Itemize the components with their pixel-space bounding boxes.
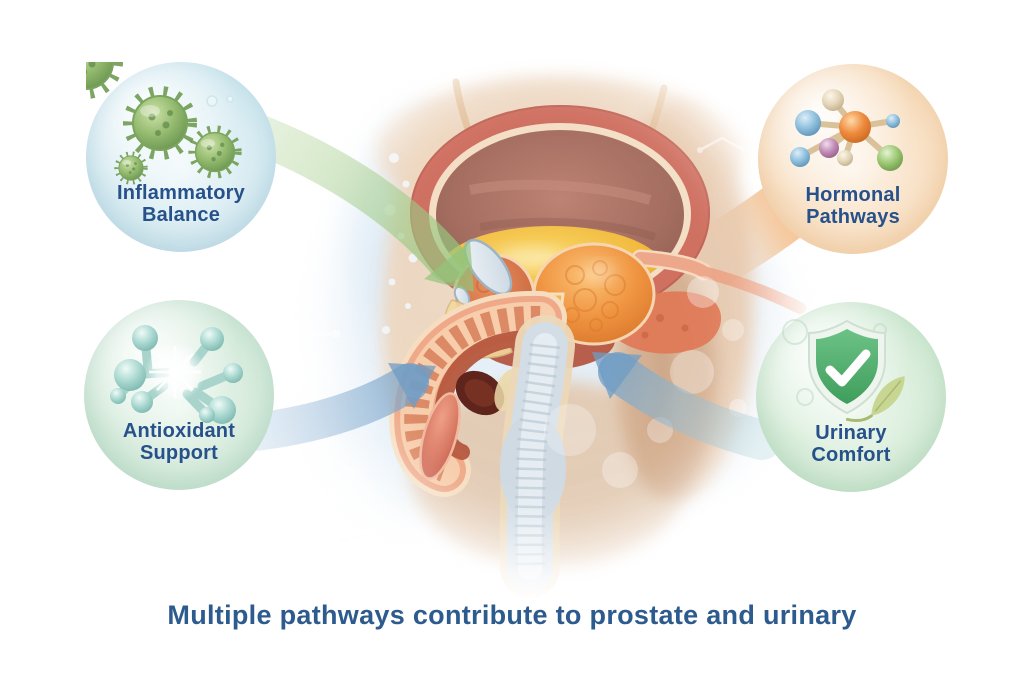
molecule-line-decoration — [246, 136, 747, 473]
callout-label-antioxidant-support: Antioxidant Support — [84, 420, 274, 465]
callout-label-line1: Hormonal — [805, 183, 901, 206]
urethra — [499, 315, 575, 598]
penile-bulb — [419, 392, 461, 480]
callout-hormonal-pathways: Hormonal Pathways — [758, 64, 948, 254]
ball-and-stick-molecule-icon — [790, 89, 903, 171]
callout-label-line2: Support — [139, 442, 219, 465]
caption: Multiple pathways contribute to prostate… — [167, 600, 857, 630]
leaf — [845, 376, 905, 423]
antioxidant-support-arrow — [236, 363, 436, 451]
callout-inflammatory-balance: Inflammatory Balance — [86, 62, 276, 252]
callout-antioxidant-support: Antioxidant Support — [84, 300, 274, 490]
callout-label-inflammatory-balance: Inflammatory Balance — [86, 182, 276, 227]
callout-label-line2: Pathways — [806, 206, 900, 229]
callout-label-line2: Comfort — [811, 444, 891, 467]
callout-label-urinary-comfort: Urinary Comfort — [756, 422, 946, 467]
shield-check-leaf-icon — [782, 319, 905, 423]
callout-label-hormonal-pathways: Hormonal Pathways — [758, 184, 948, 229]
anatomy-group — [230, 65, 820, 598]
shield-check — [808, 319, 886, 415]
virus-cells-icon — [86, 62, 276, 252]
callout-label-line1: Antioxidant — [122, 419, 236, 442]
callout-urinary-comfort: Urinary Comfort — [756, 302, 946, 492]
callout-label-line2: Balance — [141, 204, 221, 227]
callout-label-line1: Urinary — [815, 421, 887, 444]
urinary-comfort-arrow — [592, 352, 782, 460]
antioxidant-molecule-burst-icon — [110, 325, 243, 424]
bokeh-decoration — [544, 276, 747, 488]
callout-label-line1: Inflammatory — [117, 181, 245, 204]
